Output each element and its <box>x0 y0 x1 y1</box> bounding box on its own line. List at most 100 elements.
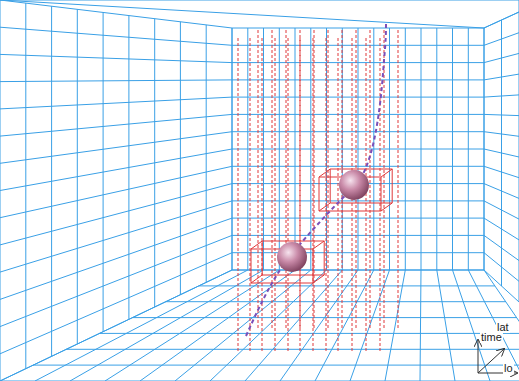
grid-line <box>133 317 517 318</box>
prism-line <box>314 30 315 330</box>
cube-edge <box>381 169 392 177</box>
cube-edge <box>313 241 324 249</box>
cube-edge <box>392 169 393 203</box>
grid-line <box>210 270 327 381</box>
grid-line <box>484 33 519 46</box>
grid-line <box>166 301 506 302</box>
prism-line <box>288 38 289 352</box>
cube-edge <box>319 211 381 212</box>
grid-line <box>0 184 232 245</box>
grid-line <box>232 114 484 115</box>
grid-line <box>175 270 311 381</box>
cube-edge <box>251 249 252 283</box>
sphere <box>339 170 369 200</box>
grid-line <box>232 270 484 271</box>
grid-line <box>315 270 374 381</box>
grid-line <box>232 62 484 63</box>
grid-line <box>0 0 484 28</box>
grid-line <box>468 270 519 381</box>
cube-edge <box>381 177 382 211</box>
cube-edge <box>324 241 325 275</box>
grid-line <box>232 200 484 201</box>
prism-line <box>326 38 327 352</box>
grid-line <box>484 184 519 199</box>
grid-line <box>280 270 358 381</box>
cube-edge <box>262 275 324 276</box>
grid-line <box>0 114 232 136</box>
prism-line <box>366 38 367 352</box>
grid-line <box>66 349 519 350</box>
grid-line <box>484 53 519 62</box>
grid-line <box>0 270 232 381</box>
cube-edge <box>330 169 331 203</box>
grid-line <box>385 270 405 381</box>
grid-line <box>199 285 495 286</box>
grid-line <box>484 201 519 219</box>
prism-line <box>250 38 251 352</box>
grid-line <box>33 365 519 366</box>
grid-line <box>453 270 491 381</box>
grid-line <box>484 12 519 28</box>
grid-line <box>35 270 248 381</box>
grid-line <box>484 253 519 282</box>
cube-edge <box>251 283 313 284</box>
grid-line <box>0 235 232 326</box>
cube-edge <box>319 169 330 177</box>
grid-line <box>0 270 232 381</box>
cube-edge <box>319 203 330 211</box>
cube-edge <box>381 203 392 211</box>
grid-line <box>232 97 484 98</box>
axis-label: lat <box>496 322 510 333</box>
prism-line <box>380 38 381 352</box>
grid-line <box>0 54 232 62</box>
cube-edge <box>313 249 314 283</box>
grid-line <box>0 149 232 191</box>
grid-line <box>0 80 232 82</box>
prism-line <box>300 30 301 330</box>
axis-icon <box>478 340 517 373</box>
axis-label: time <box>480 332 503 343</box>
grid-line <box>232 252 484 253</box>
grid-line <box>484 218 519 240</box>
grid-line <box>484 74 519 80</box>
grid-line <box>232 131 484 132</box>
prism-line <box>258 30 259 330</box>
grid-line <box>0 166 232 217</box>
cube-edge <box>319 177 320 211</box>
grid-line <box>0 0 232 28</box>
sphere <box>277 242 307 272</box>
cube-edge <box>251 241 262 249</box>
grid-line <box>484 149 519 157</box>
grid-line <box>0 27 232 45</box>
axis-label: lo <box>503 363 514 374</box>
prism-line <box>286 30 287 330</box>
grid-line <box>484 12 519 28</box>
cube-edge <box>262 241 263 275</box>
grid-line <box>232 235 484 236</box>
cube-edge <box>262 241 324 242</box>
cube-edge <box>313 275 324 283</box>
grid-line <box>484 114 519 115</box>
grid-line <box>232 79 484 80</box>
grid-line <box>484 166 519 177</box>
grid-line <box>0 201 232 272</box>
trajectory-curve <box>246 22 386 336</box>
cube-edge <box>330 169 392 170</box>
grid-line <box>420 270 421 381</box>
prism-line <box>328 30 329 330</box>
grid-line <box>232 149 484 150</box>
grid-line <box>0 97 232 109</box>
grid-line <box>105 270 279 381</box>
prism-line <box>313 38 314 352</box>
prism-line <box>262 38 263 352</box>
grid-line <box>232 28 484 29</box>
grid-line <box>70 270 264 381</box>
grid-line <box>437 270 455 381</box>
grid-line <box>99 333 519 334</box>
grid-line <box>484 95 519 97</box>
grid-line <box>232 218 484 219</box>
grid-line <box>484 270 519 381</box>
